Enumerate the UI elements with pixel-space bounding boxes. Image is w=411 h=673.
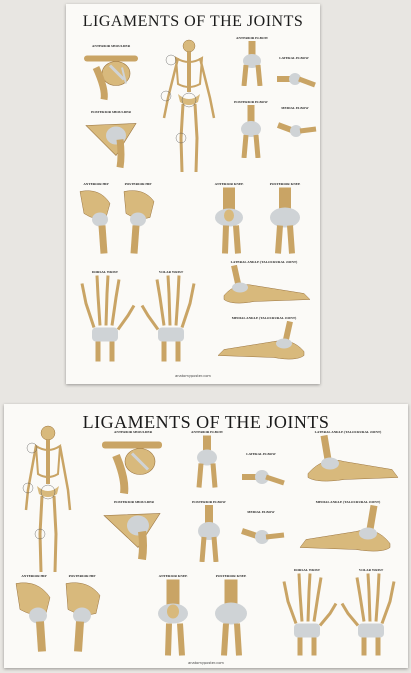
panel-anterior-hip: ANTERIOR HIP [12, 574, 56, 652]
panel-label: POSTERIOR ELBOW [234, 100, 268, 104]
panel-label: ANTERIOR HIP [83, 182, 109, 186]
foot-illustration [294, 505, 402, 564]
shoulder-illustration [76, 49, 146, 102]
panel-dorsal-wrist: DORSAL WRIST [74, 270, 136, 362]
panel-medial-elbow: MEDIAL ELBOW [272, 106, 318, 150]
panel-posterior-hip: POSTERIOR HIP [118, 182, 158, 254]
panel-label: ANTERIOR ELBOW [191, 430, 223, 434]
elbow-illustration [228, 41, 276, 86]
knee-illustration [202, 187, 256, 254]
hip-illustration [12, 579, 56, 652]
panel-volar-wrist: VOLAR WRIST [140, 270, 202, 362]
panel-anterior-elbow: ANTERIOR ELBOW [228, 36, 276, 86]
panel-posterior-elbow: POSTERIOR ELBOW [228, 100, 274, 158]
knee-illustration [202, 579, 260, 656]
elbow-illustration [184, 505, 234, 562]
panel-label: POSTERIOR KNEE [215, 574, 247, 578]
panel-label: VOLAR WRIST [358, 568, 384, 572]
panel-label: LATERAL ANKLE (TALOCRURAL JOINT) [230, 260, 298, 264]
knee-illustration [258, 187, 312, 254]
shoulder-illustration [94, 435, 172, 494]
skeleton-illustration [154, 38, 224, 178]
poster-portrait: LIGAMENTS OF THE JOINTS ANTERIOR SHOULDE… [66, 4, 320, 384]
panel-posterior-shoulder: POSTERIOR SHOULDER [76, 110, 146, 170]
elbow-illustration [236, 457, 286, 500]
panel-anterior-shoulder: ANTERIOR SHOULDER [94, 430, 172, 494]
panel-anterior-hip: ANTERIOR HIP [76, 182, 116, 254]
panel-label: POSTERIOR SHOULDER [114, 500, 154, 504]
panel-label: ANTERIOR KNEE [214, 182, 244, 186]
poster-landscape: LIGAMENTS OF THE JOINTS ANTERIOR SHOULDE… [4, 404, 408, 668]
elbow-illustration [180, 435, 234, 488]
panel-label: ANTERIOR SHOULDER [91, 44, 131, 48]
elbow-illustration [271, 61, 317, 100]
shoulder-illustration [76, 115, 146, 170]
shoulder-illustration [94, 505, 174, 560]
panel-label: POSTERIOR HIP [124, 182, 152, 186]
panel-posterior-elbow: POSTERIOR ELBOW [184, 500, 234, 562]
panel-posterior-shoulder: POSTERIOR SHOULDER [94, 500, 174, 560]
panel-label: POSTERIOR HIP [68, 574, 96, 578]
panel-medial-elbow: MEDIAL ELBOW [236, 510, 286, 562]
website-url: anatomyposter.com [175, 374, 211, 378]
hand-illustration [140, 275, 202, 362]
hand-illustration [340, 573, 402, 656]
foot-illustration [214, 321, 314, 368]
skeleton-illustration [20, 424, 76, 576]
panel-label: LATERAL ANKLE (TALOCRURAL JOINT) [314, 430, 382, 434]
website-url: anatomyposter.com [188, 661, 224, 665]
panel-anterior-elbow: ANTERIOR ELBOW [180, 430, 234, 488]
panel-lateral-ankle: LATERAL ANKLE (TALOCRURAL JOINT) [294, 430, 402, 494]
panel-label: LATERAL ELBOW [279, 56, 309, 60]
panel-medial-ankle: MEDIAL ANKLE (TALOCRURAL JOINT) [294, 500, 402, 564]
panel-anterior-shoulder: ANTERIOR SHOULDER [76, 44, 146, 102]
panel-label: ANTERIOR SHOULDER [113, 430, 153, 434]
panel-lateral-elbow: LATERAL ELBOW [271, 56, 317, 100]
panel-label: POSTERIOR SHOULDER [91, 110, 131, 114]
poster-title: LIGAMENTS OF THE JOINTS [82, 13, 304, 30]
panel-posterior-knee: POSTERIOR KNEE [258, 182, 312, 254]
panel-posterior-hip: POSTERIOR HIP [60, 574, 104, 652]
panel-posterior-knee: POSTERIOR KNEE [202, 574, 260, 656]
hand-illustration [74, 275, 136, 362]
panel-volar-wrist: VOLAR WRIST [340, 568, 402, 656]
panel-label: ANTERIOR ELBOW [236, 36, 268, 40]
panel-lateral-elbow: LATERAL ELBOW [236, 452, 286, 500]
hip-illustration [60, 579, 104, 652]
foot-illustration [294, 435, 402, 494]
panel-label: POSTERIOR ELBOW [192, 500, 226, 504]
knee-illustration [144, 579, 202, 656]
panel-label: LATERAL ELBOW [246, 452, 276, 456]
panel-label: MEDIAL ANKLE (TALOCRURAL JOINT) [231, 316, 297, 320]
panel-label: MEDIAL ANKLE (TALOCRURAL JOINT) [315, 500, 381, 504]
panel-dorsal-wrist: DORSAL WRIST [276, 568, 338, 656]
poster-title: LIGAMENTS OF THE JOINTS [82, 412, 330, 432]
panel-label: DORSAL WRIST [91, 270, 119, 274]
panel-anterior-knee: ANTERIOR KNEE [202, 182, 256, 254]
panel-label: DORSAL WRIST [293, 568, 321, 572]
elbow-illustration [272, 111, 318, 150]
panel-label: POSTERIOR KNEE [269, 182, 301, 186]
elbow-illustration [236, 515, 286, 562]
panel-lateral-ankle: LATERAL ANKLE (TALOCRURAL JOINT) [214, 260, 314, 312]
elbow-illustration [228, 105, 274, 158]
panel-skeleton [20, 424, 76, 576]
foot-illustration [214, 265, 314, 312]
panel-label: MEDIAL ELBOW [247, 510, 275, 514]
panel-anterior-knee: ANTERIOR KNEE [144, 574, 202, 656]
panel-medial-ankle: MEDIAL ANKLE (TALOCRURAL JOINT) [214, 316, 314, 368]
hand-illustration [276, 573, 338, 656]
panel-label: VOLAR WRIST [158, 270, 184, 274]
panel-label: ANTERIOR KNEE [158, 574, 188, 578]
hip-illustration [76, 187, 116, 254]
panel-label: MEDIAL ELBOW [281, 106, 309, 110]
panel-skeleton [154, 38, 224, 178]
panel-label: ANTERIOR HIP [21, 574, 47, 578]
hip-illustration [118, 187, 158, 254]
